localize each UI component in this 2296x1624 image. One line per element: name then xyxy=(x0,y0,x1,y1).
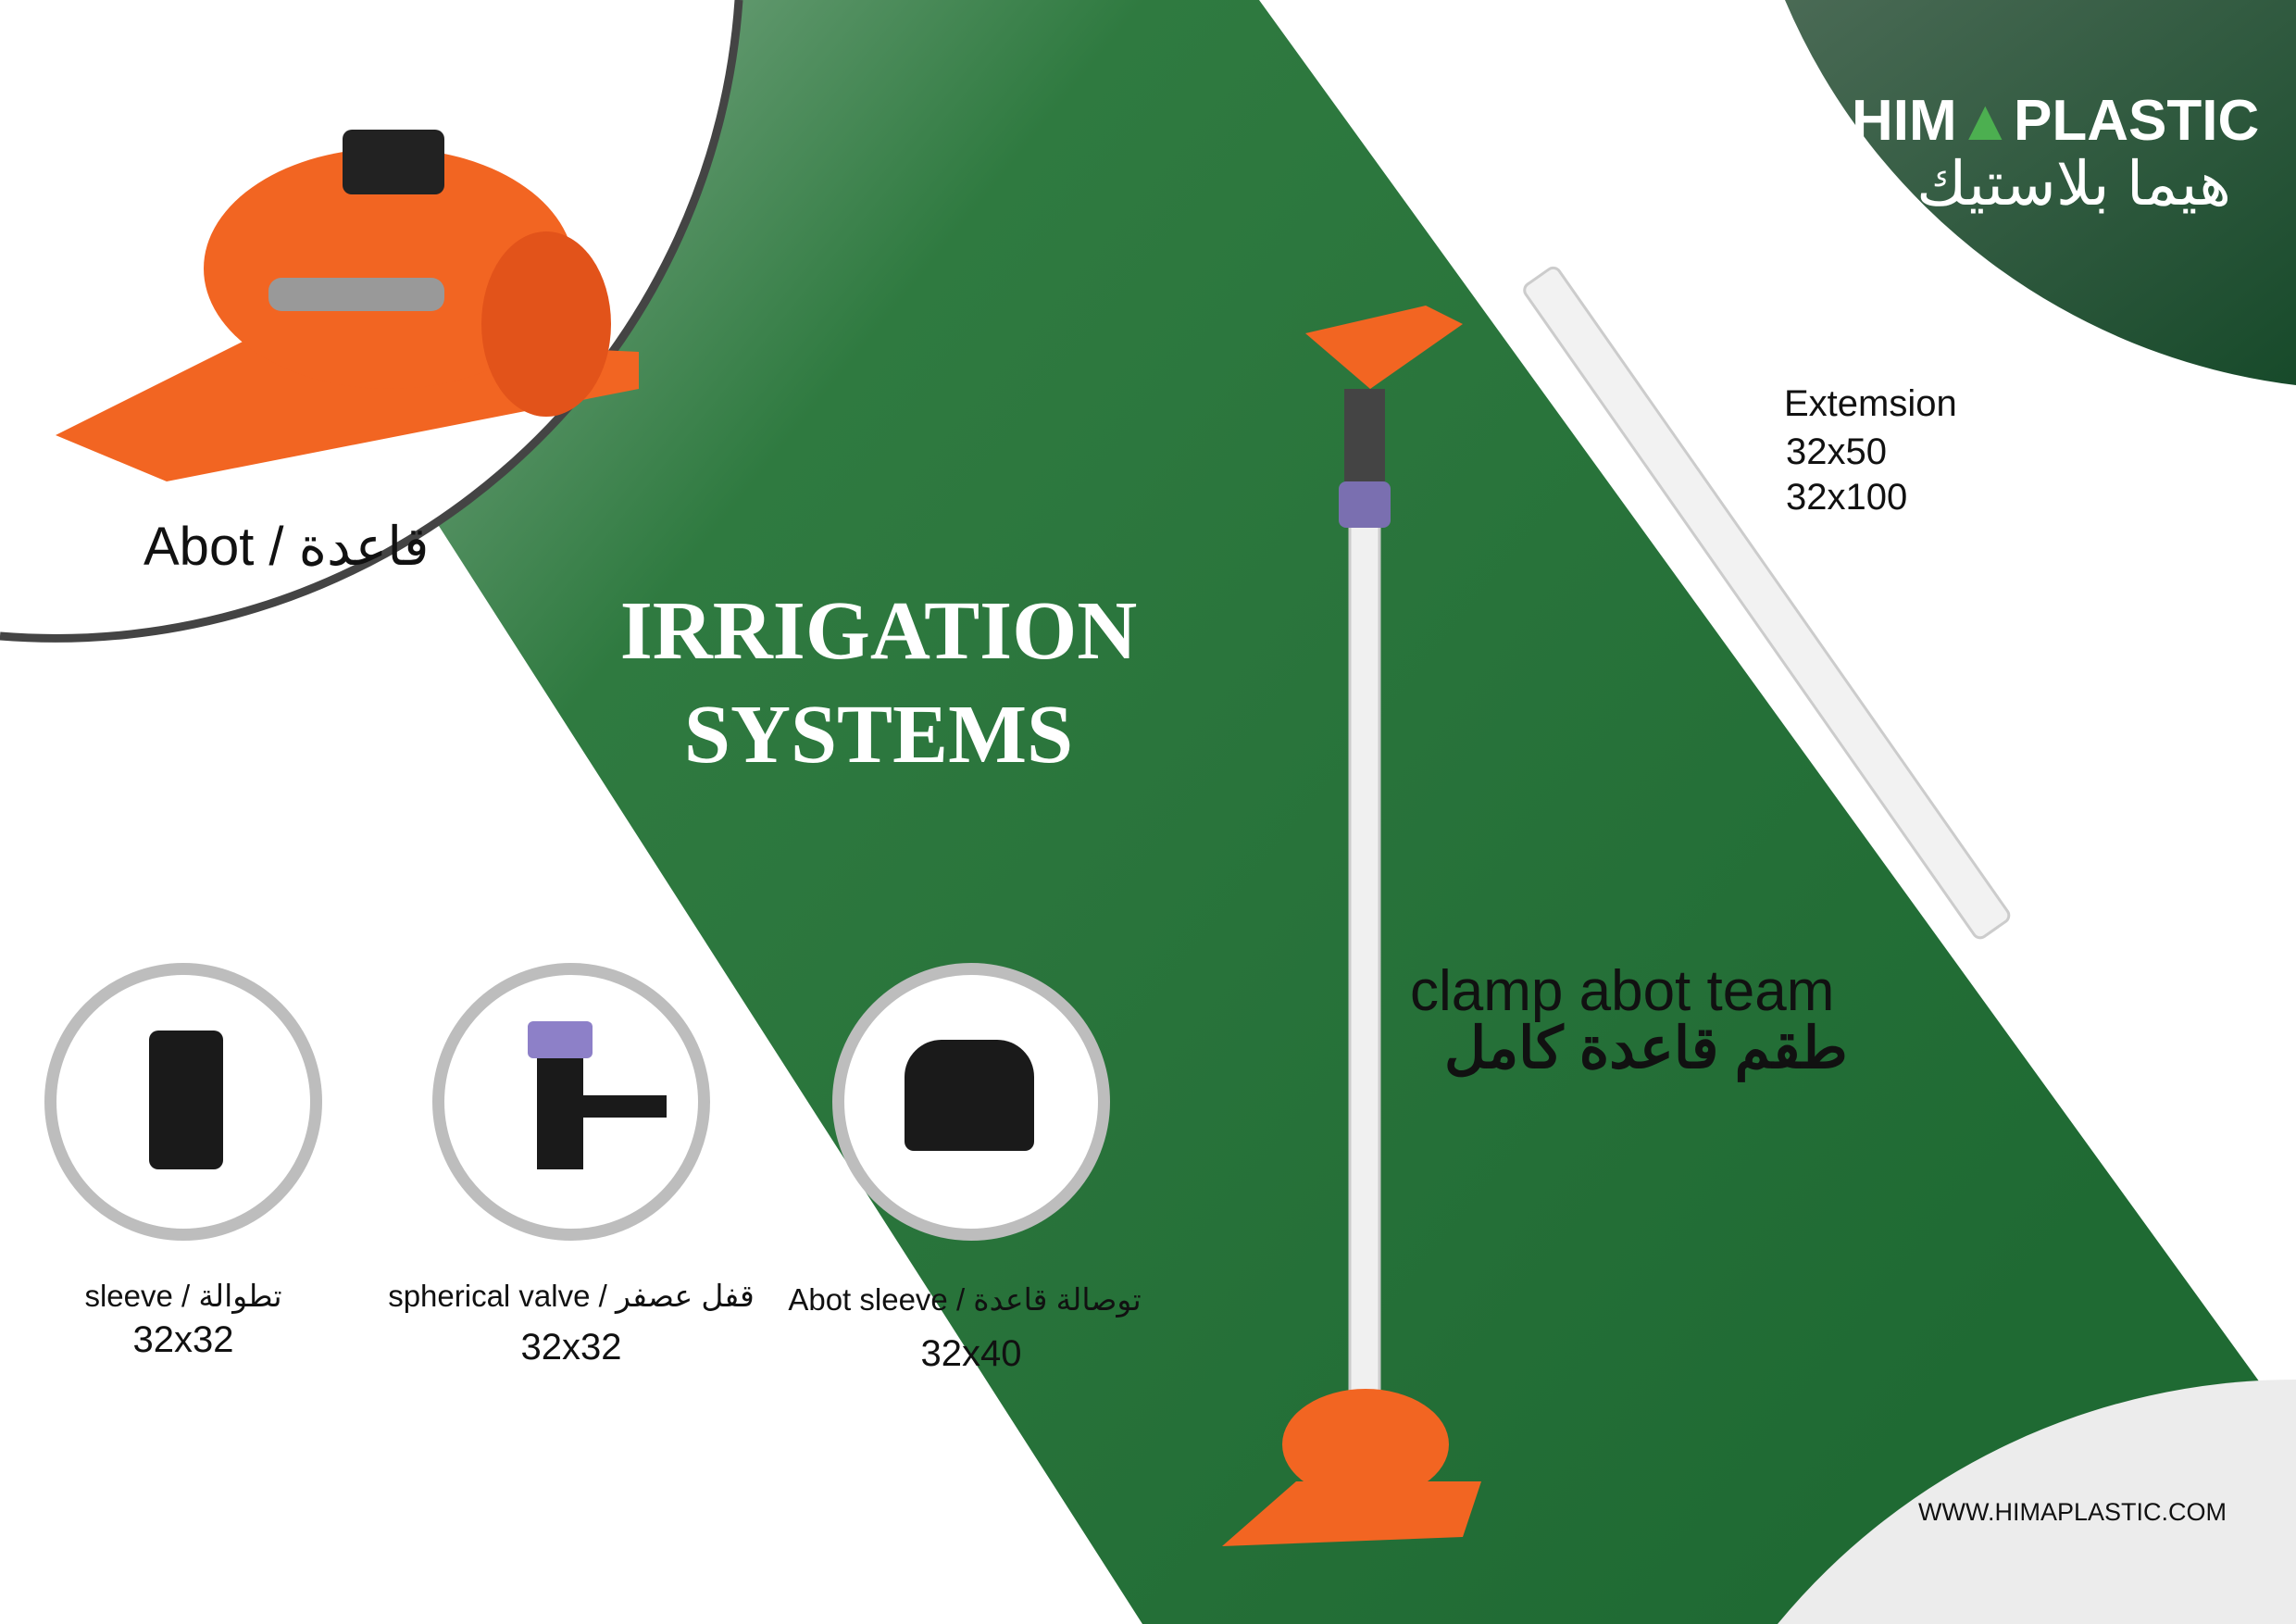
logo-arabic: هيما بلاستيك xyxy=(1916,149,2231,218)
product-label: sleeve / تطوالة xyxy=(84,1279,282,1313)
logo-a-icon: ▲ xyxy=(1956,89,2015,153)
logo-circle xyxy=(1785,0,2296,385)
extension-size: 32x100 xyxy=(1786,477,1908,518)
website-link[interactable]: WWW.HIMAPLASTIC.COM xyxy=(1918,1498,2227,1526)
product-abot-sleeve-image xyxy=(832,963,1110,1241)
product-size: 32x32 xyxy=(520,1327,622,1368)
extension-pipe-image xyxy=(1523,266,2011,940)
product-label: spherical valve / قفل عصفر xyxy=(388,1279,755,1313)
product-valve-image xyxy=(432,963,710,1241)
product-size: 32x32 xyxy=(132,1319,234,1360)
green-diagonal-band xyxy=(102,0,2296,1624)
extension-label: Extemsion xyxy=(1784,383,1957,424)
abot-image xyxy=(56,130,639,481)
logo-prefix: HIM xyxy=(1852,89,1957,153)
title-line2: SYSTEMS xyxy=(683,689,1074,781)
featured-circle-outline xyxy=(0,0,743,643)
website-circle xyxy=(1778,1379,2296,1624)
assembly-image xyxy=(1222,306,1481,1546)
product-sleeve-image xyxy=(44,963,322,1241)
product-size: 32x40 xyxy=(920,1333,1022,1374)
logo-suffix: PLASTIC xyxy=(2014,89,2260,153)
featured-label: Abot / قاعدة xyxy=(144,517,430,577)
extension-size: 32x50 xyxy=(1786,431,1887,472)
assembly-label-arabic: طقم قاعدة كامل xyxy=(1444,1017,1848,1081)
title-line1: IRRIGATION xyxy=(619,585,1138,677)
product-label: Abot sleeve / توصالة قاعدة xyxy=(788,1282,1142,1317)
brand-logo: HIM▲PLASTIC xyxy=(1852,88,2259,154)
assembly-label: clamp abot team xyxy=(1410,959,1835,1023)
